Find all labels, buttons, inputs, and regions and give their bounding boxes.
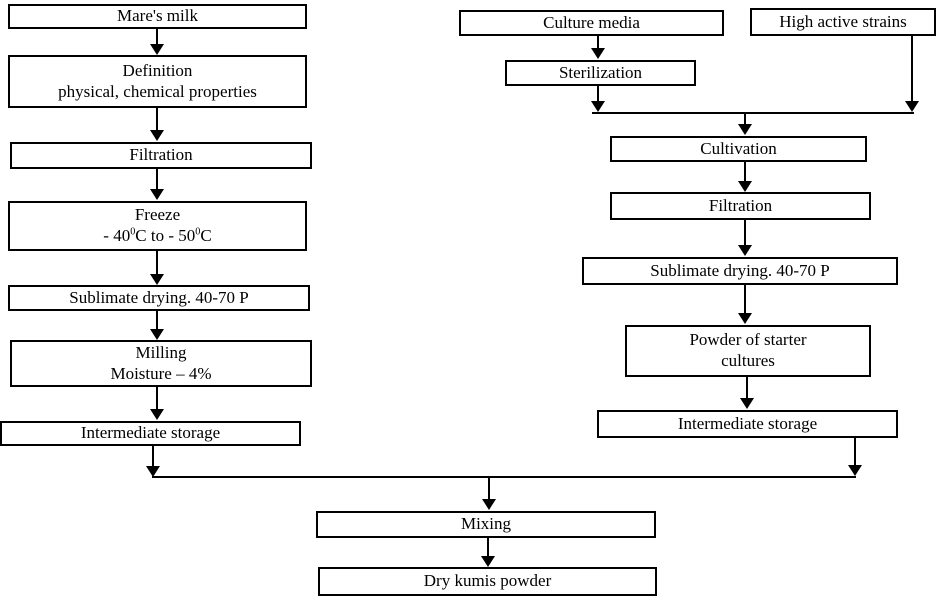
arrow-head-icon — [738, 124, 752, 135]
arrow-mixing-to-dry-kumis — [481, 538, 495, 567]
filtration-right-label: Filtration — [708, 195, 773, 215]
arrow-head-icon — [150, 409, 164, 420]
freeze-sup-1: 0 — [130, 226, 136, 238]
flow-box-sterilization: Sterilization — [505, 60, 696, 86]
flow-box-mares-milk: Mare's milk — [8, 4, 307, 29]
arrow-shaft — [854, 438, 856, 465]
merge-line-cultivation — [592, 112, 914, 114]
arrow-merge-to-cultivation — [738, 114, 752, 135]
flow-box-powder-starter-cultures: Powder of starter cultures — [625, 325, 871, 377]
arrow-head-icon — [738, 245, 752, 256]
arrow-culture-media-to-sterilization — [591, 36, 605, 59]
culture-media-label: Culture media — [543, 12, 640, 32]
flow-box-freeze: Freeze - 400C to - 500C — [8, 201, 307, 251]
arrow-shaft — [156, 108, 158, 130]
arrow-head-icon — [740, 398, 754, 409]
arrow-high-active-strains-to-merge — [905, 35, 919, 112]
arrow-head-icon — [905, 101, 919, 112]
milling-label-line2: Moisture – 4% — [110, 363, 212, 383]
freeze-label-line2: - 400C to - 500C — [103, 226, 211, 247]
arrow-shaft — [156, 29, 158, 44]
arrow-head-icon — [146, 466, 160, 477]
arrow-shaft — [911, 35, 913, 101]
arrow-sterilization-to-merge — [591, 86, 605, 112]
arrow-shaft — [744, 220, 746, 245]
definition-label-line2: physical, chemical properties — [58, 81, 257, 101]
freeze-sup-2: 0 — [195, 226, 201, 238]
mares-milk-label: Mare's milk — [117, 6, 198, 26]
sublimate-right-label: Sublimate drying. 40-70 P — [650, 260, 830, 280]
arrow-head-icon — [150, 329, 164, 340]
flow-box-filtration-right: Filtration — [610, 192, 871, 220]
arrow-merge-to-mixing — [482, 478, 496, 510]
arrow-head-icon — [150, 274, 164, 285]
arrow-shaft — [744, 285, 746, 313]
arrow-shaft — [152, 446, 154, 466]
arrow-head-icon — [482, 499, 496, 510]
arrow-shaft — [488, 478, 490, 499]
arrow-shaft — [156, 168, 158, 189]
arrow-intermediate-left-to-merge — [146, 446, 160, 477]
freeze-temp-a: - 40 — [103, 226, 131, 245]
arrow-shaft — [597, 86, 599, 101]
definition-label-line1: Definition — [122, 60, 193, 80]
filtration-left-label: Filtration — [129, 145, 193, 165]
freeze-label-line1: Freeze — [134, 205, 181, 225]
flow-box-sublimate-left: Sublimate drying. 40-70 P — [8, 285, 310, 311]
arrow-sublimate-to-milling — [150, 311, 164, 340]
flow-box-intermediate-left: Intermediate storage — [0, 421, 301, 446]
flow-box-mixing: Mixing — [316, 511, 656, 538]
arrow-head-icon — [738, 181, 752, 192]
flow-box-dry-kumis-powder: Dry kumis powder — [318, 567, 657, 596]
milling-label-line1: Milling — [135, 342, 187, 362]
arrow-head-icon — [481, 556, 495, 567]
arrow-shaft — [156, 311, 158, 329]
powder-label-line2: cultures — [721, 351, 775, 370]
arrow-mares-milk-to-definition — [150, 29, 164, 55]
high-active-strains-label: High active strains — [779, 11, 907, 31]
flow-box-culture-media: Culture media — [459, 10, 724, 36]
arrow-shaft — [156, 387, 158, 409]
arrow-shaft — [746, 377, 748, 398]
flow-box-definition: Definition physical, chemical properties — [8, 55, 307, 108]
flow-box-high-active-strains: High active strains — [750, 8, 936, 36]
arrow-shaft — [744, 162, 746, 181]
flow-box-cultivation: Cultivation — [610, 136, 867, 162]
freeze-temp-c: C — [200, 226, 212, 245]
flow-box-intermediate-right: Intermediate storage — [597, 410, 898, 438]
flow-box-milling: Milling Moisture – 4% — [10, 340, 312, 387]
sterilization-label: Sterilization — [558, 62, 643, 82]
cultivation-label: Cultivation — [700, 138, 777, 158]
arrow-filtration-to-freeze — [150, 168, 164, 200]
arrow-shaft — [597, 36, 599, 48]
arrow-shaft — [156, 251, 158, 274]
arrow-cultivation-to-filtration — [738, 162, 752, 192]
arrow-shaft — [744, 114, 746, 124]
arrow-head-icon — [150, 130, 164, 141]
sublimate-left-label: Sublimate drying. 40-70 P — [69, 287, 249, 307]
mixing-label: Mixing — [460, 514, 512, 534]
freeze-temp-b: C to - 50 — [135, 226, 196, 245]
flow-box-sublimate-right: Sublimate drying. 40-70 P — [582, 257, 898, 285]
merge-line-mixing — [152, 476, 856, 478]
arrow-head-icon — [738, 313, 752, 324]
powder-label-line1: Powder of starter — [689, 330, 807, 350]
arrow-intermediate-right-to-merge — [848, 438, 862, 476]
flow-box-filtration-left: Filtration — [10, 142, 312, 169]
arrow-powder-to-intermediate — [740, 377, 754, 409]
arrow-milling-to-intermediate — [150, 387, 164, 420]
arrow-freeze-to-sublimate — [150, 251, 164, 285]
arrow-sublimate-to-powder — [738, 285, 752, 324]
arrow-head-icon — [150, 189, 164, 200]
arrow-head-icon — [591, 48, 605, 59]
arrow-filtration-to-sublimate — [738, 220, 752, 256]
arrow-head-icon — [848, 465, 862, 476]
arrow-shaft — [487, 538, 489, 556]
intermediate-right-label: Intermediate storage — [677, 413, 818, 433]
arrow-head-icon — [591, 101, 605, 112]
arrow-definition-to-filtration — [150, 108, 164, 141]
intermediate-left-label: Intermediate storage — [80, 423, 221, 443]
dry-kumis-powder-label: Dry kumis powder — [423, 571, 552, 591]
arrow-head-icon — [150, 44, 164, 55]
